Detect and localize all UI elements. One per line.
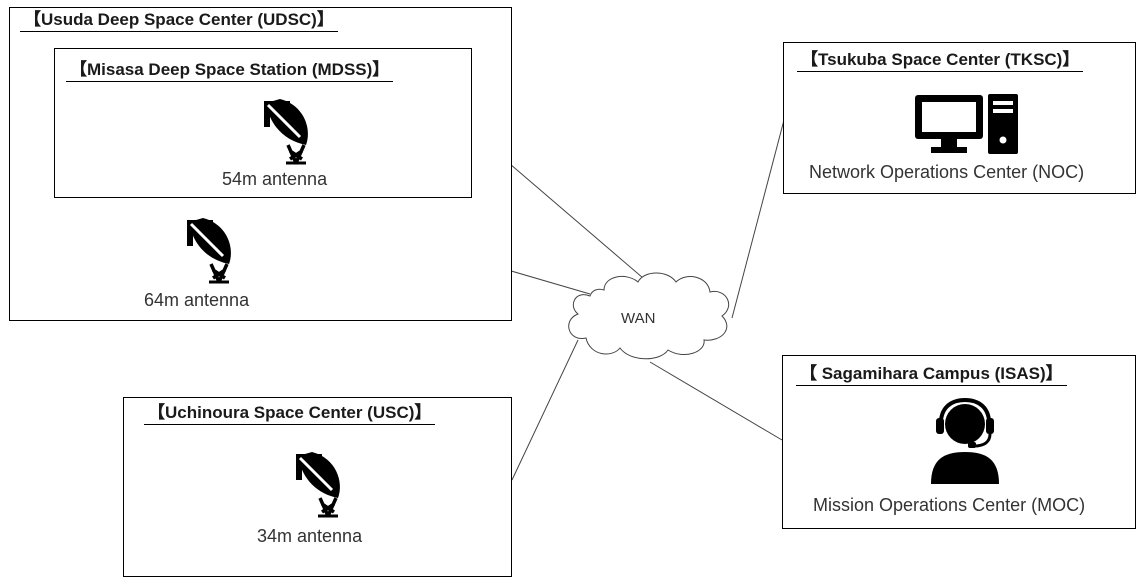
link-udsc-wan — [509, 163, 651, 285]
udsc-title: 【Usuda Deep Space Center (UDSC)】 — [20, 10, 338, 32]
mdss-title: 【Misasa Deep Space Station (MDSS)】 — [66, 60, 394, 82]
tksc-title: 【Tsukuba Space Center (TKSC)】 — [797, 50, 1084, 72]
tksc-box — [783, 42, 1136, 194]
wan-cloud — [568, 272, 730, 360]
computer-icon — [915, 94, 1018, 154]
usc-antenna-label: 34m antenna — [257, 526, 363, 546]
mdss-box — [54, 48, 472, 198]
link-tksc-wan — [731, 119, 785, 319]
udsc-antenna-label: 64m antenna — [144, 290, 250, 310]
satellite-dish-icon — [187, 218, 231, 284]
mdss-antenna-label: 54m antenna — [222, 169, 328, 189]
isas-title: 【 Sagamihara Campus (ISAS)】 — [796, 364, 1067, 386]
link-isas-wan — [649, 361, 783, 441]
noc-label: Network Operations Center (NOC) — [809, 162, 1085, 182]
headset-operator-icon — [931, 398, 999, 484]
satellite-dish-icon — [264, 99, 308, 165]
moc-label: Mission Operations Center (MOC) — [813, 495, 1086, 515]
link-usc-wan — [511, 339, 579, 481]
satellite-dish-icon — [296, 452, 340, 518]
usc-title: 【Uchinoura Space Center (USC)】 — [144, 403, 436, 425]
wan-label: WAN — [621, 310, 656, 327]
